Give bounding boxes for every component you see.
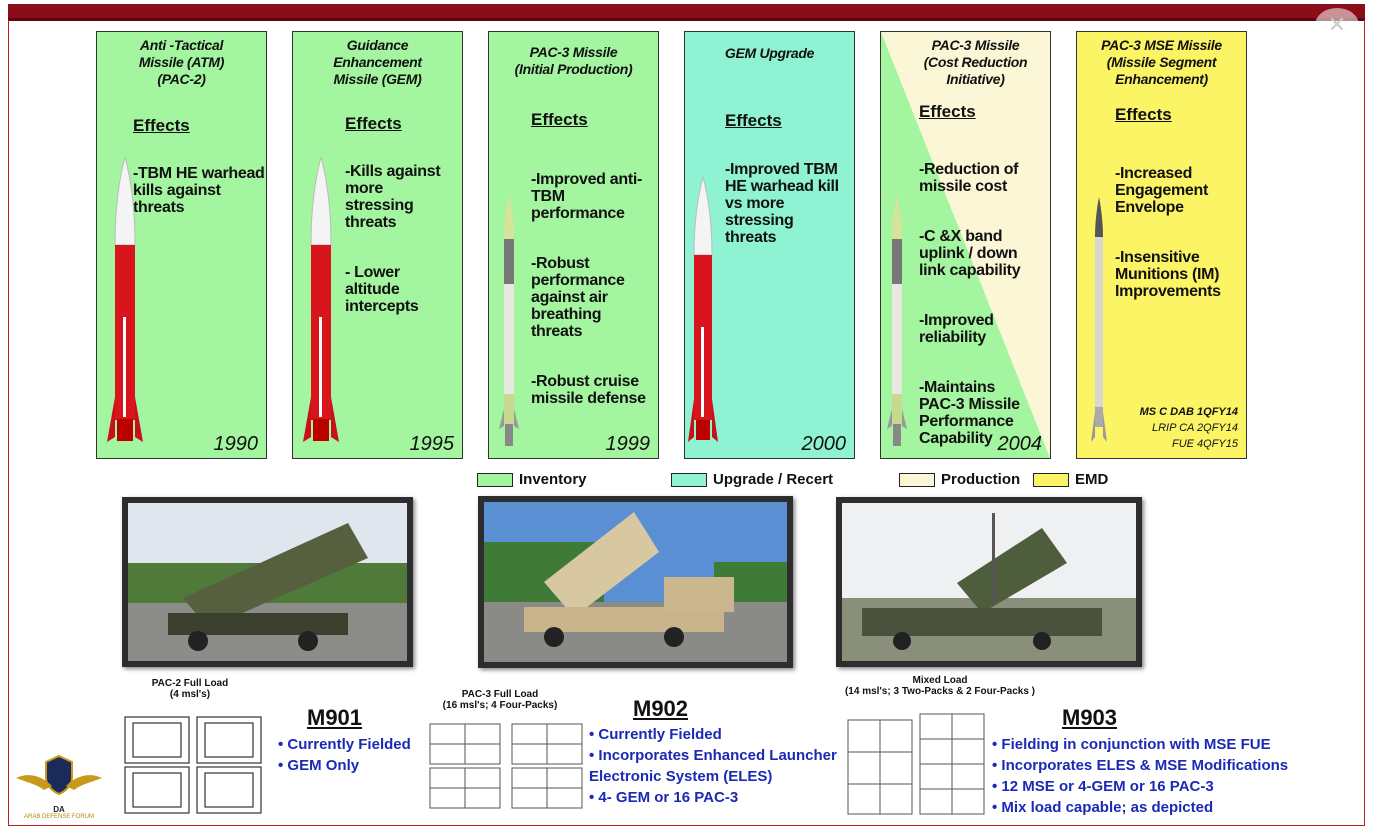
- top-banner-bar: [8, 4, 1365, 21]
- model-m901: M901: [307, 705, 363, 730]
- year-label: 2000: [801, 433, 847, 455]
- model-m903: M903: [1062, 705, 1118, 730]
- bullet-item: Electronic System (ELES): [589, 768, 773, 785]
- m901-bullets: • Currently Fielded • GEM Only: [278, 734, 411, 776]
- bullet-item: • 12 MSE or 4-GEM or 16 PAC-3: [992, 778, 1214, 795]
- bullet-item: • Currently Fielded: [589, 726, 722, 743]
- gem-t-missile-image: [688, 177, 718, 442]
- bullet-item: • Incorporates ELES & MSE Modifications: [992, 757, 1289, 774]
- card-gem-upgrade: GEM Upgrade Effects -Improved TBM HE war…: [684, 31, 855, 459]
- effects-list: -Kills against more stressing threats - …: [345, 146, 441, 348]
- effects-label: Effects: [133, 116, 190, 135]
- effects-label: Effects: [725, 111, 782, 130]
- forum-logo: DA ARAB DEFENSE FORUM: [10, 752, 108, 828]
- legend-label: Production: [941, 471, 1021, 488]
- caption-m901: PAC-2 Full Load (4 msl's): [151, 678, 229, 700]
- m902-bullets: • Currently Fielded • Incorporates Enhan…: [589, 724, 837, 808]
- note-line: LRIP CA 2QFY14: [1152, 422, 1238, 434]
- slide-frame: [8, 20, 1365, 826]
- card-title: PAC-3 MSE Missile (Missile Segment Enhan…: [1101, 37, 1222, 87]
- close-icon[interactable]: ✕: [1315, 8, 1359, 42]
- legend-label: Inventory: [519, 471, 587, 488]
- caption-m903: Mixed Load (14 msl's; 3 Two-Packs & 2 Fo…: [844, 675, 1036, 697]
- effect-item: -Kills against more stressing threats: [345, 163, 441, 231]
- effect-item: - Lower altitude intercepts: [345, 264, 419, 315]
- bullet-item: • GEM Only: [278, 757, 360, 774]
- card-title: PAC-3 Missile (Cost Reduction Initiative…: [923, 37, 1028, 87]
- bullet-item: • Incorporates Enhanced Launcher: [589, 747, 837, 764]
- effects-label: Effects: [1115, 105, 1172, 124]
- effect-item: -Robust performance against air breathin…: [531, 255, 625, 340]
- mse-missile-image: [1091, 197, 1107, 442]
- card-title: Anti -Tactical Missile (ATM) (PAC-2): [138, 37, 225, 87]
- card-atm-pac2: Anti -Tactical Missile (ATM) (PAC-2) Eff…: [96, 31, 267, 459]
- effects-list: -TBM HE warhead kills against threats: [133, 148, 265, 249]
- legend-label: Upgrade / Recert: [713, 471, 834, 488]
- card-title: GEM Upgrade: [724, 45, 815, 61]
- m903-bullets: • Fielding in conjunction with MSE FUE •…: [992, 734, 1288, 818]
- m903-canister-diagram: [847, 713, 985, 815]
- photo-pac2-launcher: [122, 497, 413, 667]
- effect-item: -Robust cruise missile defense: [531, 373, 646, 407]
- photo-mixed-launcher: [836, 497, 1142, 667]
- year-label: 1995: [409, 433, 455, 455]
- m902-canister-diagram: [429, 723, 583, 809]
- card-pac3-initial: PAC-3 Missile (Initial Production) Effec…: [488, 31, 659, 459]
- model-m902: M902: [633, 696, 689, 721]
- effect-item: -Increased Engagement Envelope: [1115, 165, 1209, 216]
- effects-list: -Increased Engagement Envelope -Insensit…: [1115, 148, 1221, 333]
- pac2-missile-image: [107, 157, 143, 442]
- effect-item: -Improved reliability: [919, 312, 994, 346]
- legend-swatch: [477, 472, 513, 487]
- effect-item: -Maintains PAC-3 Missile Performance Cap…: [919, 379, 1020, 447]
- pac3-missile-image: [499, 194, 519, 446]
- effect-item: -Reduction of missile cost: [919, 161, 1019, 195]
- legend-emd: EMD: [1033, 471, 1108, 488]
- card-pac3-cri: PAC-3 Missile (Cost Reduction Initiative…: [880, 31, 1051, 459]
- logo-abbr: DA: [53, 805, 65, 814]
- bullet-item: • Mix load capable; as depicted: [992, 799, 1214, 816]
- photo-pac3-launcher: [478, 496, 793, 668]
- effect-item: -Improved TBM HE warhead kill vs more st…: [725, 161, 839, 246]
- caption-m902: PAC-3 Full Load (16 msl's; 4 Four-Packs): [442, 689, 558, 711]
- effects-label: Effects: [531, 110, 588, 129]
- note-line: FUE 4QFY15: [1171, 438, 1238, 450]
- legend-upgrade: Upgrade / Recert: [671, 471, 833, 488]
- bullet-item: • Currently Fielded: [278, 736, 411, 753]
- effect-item: -C &X band uplink / down link capability: [919, 228, 1021, 279]
- year-label: 2004: [997, 433, 1043, 455]
- card-title: PAC-3 Missile (Initial Production): [514, 44, 633, 77]
- effects-list: -Improved TBM HE warhead kill vs more st…: [725, 144, 839, 279]
- effects-label: Effects: [345, 114, 402, 133]
- effects-list: -Improved anti- TBM performance -Robust …: [531, 154, 646, 440]
- effects-list: -Reduction of missile cost -C &X band up…: [919, 144, 1021, 480]
- card-pac3-mse: PAC-3 MSE Missile (Missile Segment Enhan…: [1076, 31, 1247, 459]
- card-gem: Guidance Enhancement Missile (GEM) Effec…: [292, 31, 463, 459]
- year-label: 1999: [605, 433, 651, 455]
- logo-name: ARAB DEFENSE FORUM: [23, 814, 94, 820]
- effect-item: -Improved anti- TBM performance: [531, 171, 643, 222]
- effect-item: -Insensitive Munitions (IM) Improvements: [1115, 249, 1221, 300]
- legend-label: EMD: [1075, 471, 1109, 488]
- effect-item: -TBM HE warhead kills against threats: [133, 165, 265, 216]
- eagle-emblem-icon: [16, 754, 102, 796]
- card-title: Guidance Enhancement Missile (GEM): [333, 37, 422, 87]
- gem-missile-image: [303, 157, 339, 442]
- bullet-item: • 4- GEM or 16 PAC-3: [589, 789, 739, 806]
- effects-label: Effects: [919, 102, 976, 121]
- legend-swatch: [899, 472, 935, 487]
- m901-canister-diagram: [124, 716, 262, 814]
- legend-inventory: Inventory: [477, 471, 587, 488]
- legend-production: Production: [899, 471, 1020, 488]
- year-label: 1990: [213, 433, 259, 455]
- pac3-cri-missile-image: [887, 194, 907, 446]
- note-line: MS C DAB 1QFY14: [1139, 406, 1238, 418]
- milestone-notes: MS C DAB 1QFY14 LRIP CA 2QFY14 FUE 4QFY1…: [1140, 404, 1238, 452]
- legend-swatch: [1033, 472, 1069, 487]
- bullet-item: • Fielding in conjunction with MSE FUE: [992, 736, 1271, 753]
- legend-swatch: [671, 472, 707, 487]
